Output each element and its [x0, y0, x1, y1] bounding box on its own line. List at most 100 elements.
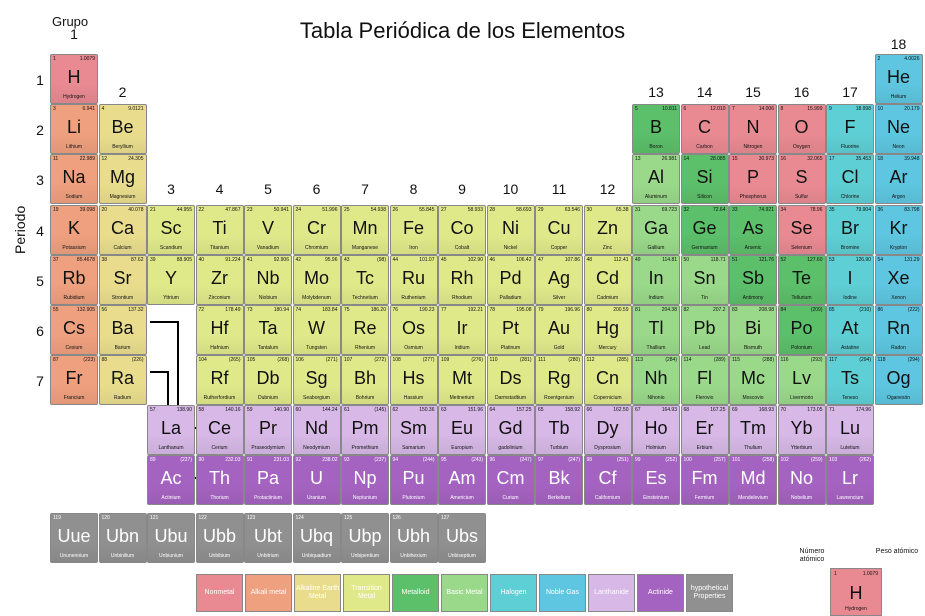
element-cell-o[interactable]: 815.999OOxygen — [777, 104, 826, 154]
element-cell-li[interactable]: 36.941LiLithium — [50, 104, 98, 154]
element-cell-zr[interactable]: 4091.224ZrZirconium — [195, 255, 244, 305]
element-cell-ds[interactable]: 110(281)DsDarmstadtium — [486, 355, 535, 405]
element-cell-rb[interactable]: 3785.4678RbRubidium — [50, 255, 98, 305]
element-cell-be[interactable]: 49.0121BeBeryllium — [98, 104, 147, 154]
element-cell-pu[interactable]: 94(244)PuPlutonium — [389, 455, 438, 505]
element-cell-ubp[interactable]: 125UbpUnbipentium — [341, 513, 389, 563]
element-cell-es[interactable]: 99(252)EsEinsteinium — [632, 455, 680, 505]
element-cell-tl[interactable]: 81204.38TlThallium — [632, 305, 680, 355]
element-cell-mn[interactable]: 2554.938MnManganese — [341, 205, 389, 255]
element-cell-ne[interactable]: 1020.179NeNeon — [874, 104, 923, 154]
element-cell-in[interactable]: 49114.81InIndium — [632, 255, 680, 305]
element-cell-mg[interactable]: 1224.305MgMagnesium — [98, 154, 147, 204]
element-cell-p[interactable]: 1530.973PPhosphorus — [729, 154, 777, 204]
element-cell-fl[interactable]: 114(289)FlFlerovio — [680, 355, 729, 405]
element-cell-pb[interactable]: 82207.2PbLead — [680, 305, 729, 355]
element-cell-pd[interactable]: 46106.42PdPalladium — [486, 255, 535, 305]
element-cell-uue[interactable]: 119UueUnunennium — [50, 513, 98, 563]
element-cell-ac[interactable]: 89(227)AcActinium — [147, 455, 195, 505]
element-cell-sn[interactable]: 50118.71SnTin — [680, 255, 729, 305]
element-cell-v[interactable]: 2350.941VVanadium — [244, 205, 292, 255]
element-cell-co[interactable]: 2758.933CoCobalt — [438, 205, 486, 255]
element-cell-re[interactable]: 75186.20ReRhenium — [341, 305, 389, 355]
element-cell-ubt[interactable]: 123UbtUnbitrium — [244, 513, 292, 563]
element-cell-ho[interactable]: 67164.93HoHolmium — [632, 405, 680, 455]
element-cell-au[interactable]: 79196.96AuGold — [535, 305, 583, 355]
element-cell-ubu[interactable]: 121UbuUnbiunium — [147, 513, 195, 563]
element-cell-sb[interactable]: 51121.76SbAntimony — [729, 255, 777, 305]
element-cell-ga[interactable]: 3169.723GaGallium — [632, 205, 680, 255]
element-cell-ge[interactable]: 3272.64GeGermanium — [680, 205, 729, 255]
element-cell-cd[interactable]: 48112.41CdCadmium — [583, 255, 632, 305]
element-cell-ce[interactable]: 58140.16CeCerium — [195, 405, 244, 455]
element-cell-pr[interactable]: 59140.90PrPraseodymium — [244, 405, 292, 455]
element-cell-po[interactable]: 84(209)PoPolonium — [777, 305, 826, 355]
element-cell-mt[interactable]: 109(276)MtMeitnerium — [438, 355, 486, 405]
element-cell-y[interactable]: 3988.905YYttrium — [147, 255, 195, 305]
element-cell-os[interactable]: 76190.23OsOsmium — [389, 305, 438, 355]
element-cell-sm[interactable]: 62150.36SmSamarium — [389, 405, 438, 455]
element-cell-hs[interactable]: 108(277)HsHassium — [389, 355, 438, 405]
element-cell-lr[interactable]: 103(262)LrLawrencium — [826, 455, 874, 505]
element-cell-s[interactable]: 1632.065SSulfur — [777, 154, 826, 204]
element-cell-md[interactable]: 101(258)MdMendelevium — [729, 455, 777, 505]
element-cell-og[interactable]: 118(294)OgOganesón — [874, 355, 923, 405]
element-cell-fr[interactable]: 87(223)FrFrancium — [50, 355, 98, 405]
element-cell-tc[interactable]: 43(98)TcTechnetium — [341, 255, 389, 305]
element-cell-rf[interactable]: 104(265)RfRutherfordium — [195, 355, 244, 405]
element-cell-he[interactable]: 24.0026HeHelium — [874, 54, 923, 104]
element-cell-ubs[interactable]: 127UbsUnbiseptium — [438, 513, 486, 563]
element-cell-db[interactable]: 105(268)DbDubnium — [244, 355, 292, 405]
element-cell-hf[interactable]: 72178.49HfHafnium — [195, 305, 244, 355]
element-cell-cu[interactable]: 2963.546CuCopper — [535, 205, 583, 255]
element-cell-pm[interactable]: 61(145)PmPromethium — [341, 405, 389, 455]
element-cell-ca[interactable]: 2040.078CaCalcium — [98, 205, 147, 255]
element-cell-se[interactable]: 3478.96SeSelenium — [777, 205, 826, 255]
element-cell-br[interactable]: 3579.904BrBromine — [826, 205, 874, 255]
element-cell-np[interactable]: 93(237)NpNeptunium — [341, 455, 389, 505]
element-cell-cm[interactable]: 96(247)CmCurium — [486, 455, 535, 505]
element-cell-ir[interactable]: 77192.21IrIridium — [438, 305, 486, 355]
element-cell-th[interactable]: 90232.03ThThorium — [195, 455, 244, 505]
element-cell-c[interactable]: 612.010CCarbon — [680, 104, 729, 154]
element-cell-ra[interactable]: 88(226)RaRadium — [98, 355, 147, 405]
element-cell-na[interactable]: 1122.989NaSodium — [50, 154, 98, 204]
element-cell-no[interactable]: 102(259)NoNobelium — [777, 455, 826, 505]
element-cell-b[interactable]: 510.811BBoron — [632, 104, 680, 154]
element-cell-pa[interactable]: 91231.03PaProtactinium — [244, 455, 292, 505]
element-cell-ts[interactable]: 117(294)TsTeneso — [826, 355, 874, 405]
element-cell-tm[interactable]: 69168.93TmThulium — [729, 405, 777, 455]
element-cell-te[interactable]: 52127.60TeTellurium — [777, 255, 826, 305]
element-cell-am[interactable]: 95(243)AmAmericium — [438, 455, 486, 505]
element-cell-ag[interactable]: 47107.86AgSilver — [535, 255, 583, 305]
element-cell-ru[interactable]: 44101.07RuRuthenium — [389, 255, 438, 305]
element-cell-k[interactable]: 1939.098KPotassium — [50, 205, 98, 255]
element-cell-hg[interactable]: 80200.59HgMercury — [583, 305, 632, 355]
element-cell-nb[interactable]: 4192.906NbNiobium — [244, 255, 292, 305]
element-cell-lv[interactable]: 116(293)LvLivermorio — [777, 355, 826, 405]
element-cell-i[interactable]: 53126.90IIodine — [826, 255, 874, 305]
element-cell-f[interactable]: 918.998FFluorine — [826, 104, 874, 154]
element-cell-ta[interactable]: 73180.94TaTantalum — [244, 305, 292, 355]
element-cell-xe[interactable]: 54131.29XeXenon — [874, 255, 923, 305]
element-cell-zn[interactable]: 3065.38ZnZinc — [583, 205, 632, 255]
element-cell-cn[interactable]: 112(285)CnCopernicium — [583, 355, 632, 405]
element-cell-sc[interactable]: 2144.955ScScandium — [147, 205, 195, 255]
element-cell-ni[interactable]: 2858.693NiNickel — [486, 205, 535, 255]
element-cell-mo[interactable]: 4295.96MoMolybdenum — [292, 255, 341, 305]
element-cell-nd[interactable]: 60144.24NdNeodymium — [292, 405, 341, 455]
element-cell-si[interactable]: 1428.085SiSilicon — [680, 154, 729, 204]
element-cell-sg[interactable]: 106(271)SgSeaborgium — [292, 355, 341, 405]
element-cell-nh[interactable]: 113(284)NhNihonio — [632, 355, 680, 405]
element-cell-bk[interactable]: 97(247)BkBerkelium — [535, 455, 583, 505]
element-cell-mc[interactable]: 115(288)McMoscovio — [729, 355, 777, 405]
element-cell-h[interactable]: 11.0079HHydrogen — [50, 54, 98, 104]
element-cell-rg[interactable]: 111(280)RgRoentgenium — [535, 355, 583, 405]
element-cell-rn[interactable]: 86(222)RnRadon — [874, 305, 923, 355]
element-cell-ti[interactable]: 2247.867TiTitanium — [195, 205, 244, 255]
element-cell-as[interactable]: 3374.921AsArsenic — [729, 205, 777, 255]
element-cell-gd[interactable]: 64157.25Gdgadolinium — [486, 405, 535, 455]
element-cell-pt[interactable]: 78195.08PtPlatinum — [486, 305, 535, 355]
element-cell-cs[interactable]: 55132.905CsCesium — [50, 305, 98, 355]
element-cell-rh[interactable]: 45102.90RhRhodium — [438, 255, 486, 305]
